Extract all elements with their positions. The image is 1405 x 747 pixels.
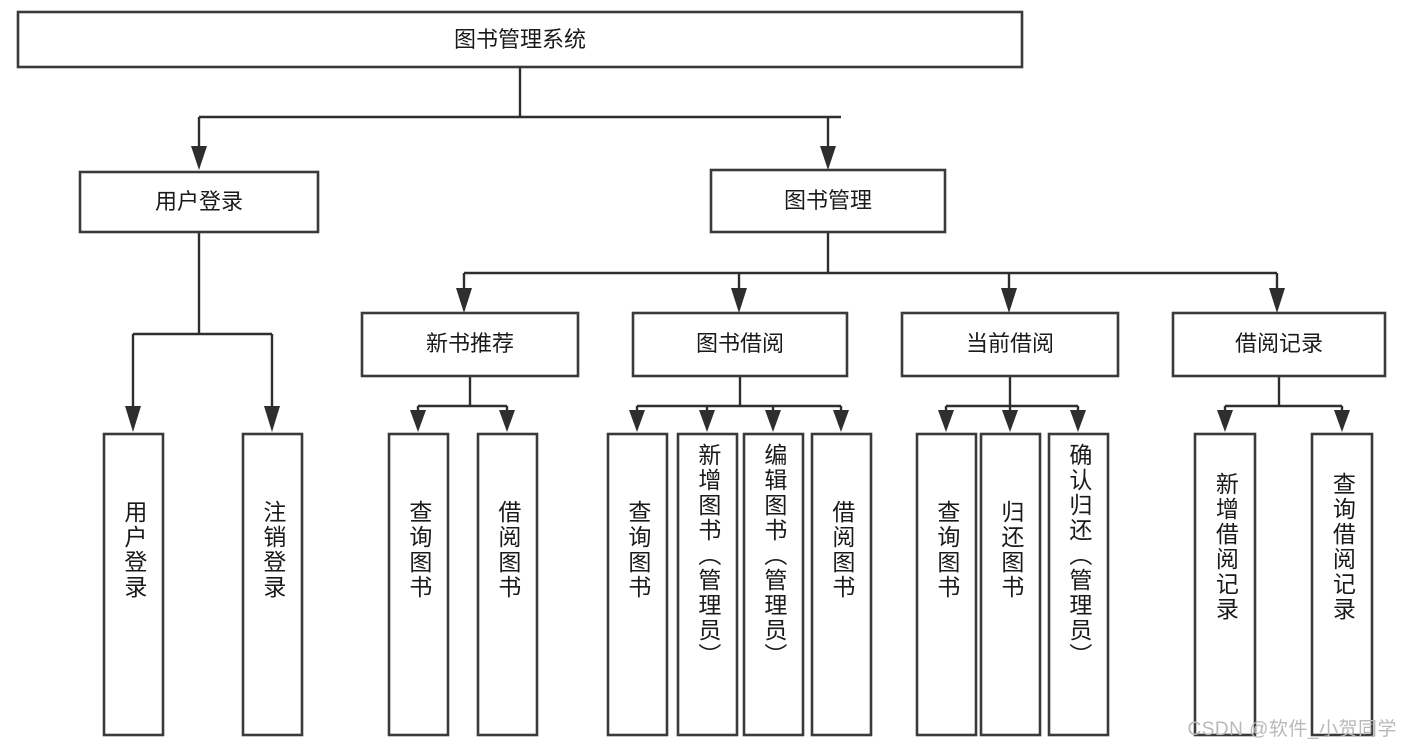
node-new-book-recommend-box[interactable] xyxy=(360,311,580,378)
connector-group-book-borrow xyxy=(629,376,849,432)
node-book-management-box[interactable] xyxy=(709,168,947,234)
connector-group-book-mgmt xyxy=(456,232,1285,313)
arrow-new-book-leaf-2-icon xyxy=(499,410,515,432)
node-user-login-box[interactable] xyxy=(78,170,320,234)
leaf-book-borrow-3-box[interactable] xyxy=(742,432,805,737)
arrow-book-borrow-leaf-1-icon xyxy=(629,410,645,432)
arrow-book-borrow-leaf-4-icon xyxy=(833,410,849,432)
leaf-book-borrow-1-box[interactable] xyxy=(606,432,669,737)
node-book-management-label: 图书管理 xyxy=(784,188,872,213)
node-book-borrow-label: 图书借阅 xyxy=(696,331,784,356)
leaf-borrow-record-1-box[interactable] xyxy=(1193,432,1257,737)
node-user-login-label: 用户登录 xyxy=(155,189,243,214)
arrow-root-to-user-login-icon xyxy=(191,146,207,170)
connector-group-root xyxy=(191,67,841,170)
arrow-book-mgmt-borrow-icon xyxy=(731,288,747,313)
arrow-book-borrow-leaf-2-icon xyxy=(699,410,715,432)
connector-group-user-login xyxy=(125,232,280,432)
leaf-new-book-2-box[interactable] xyxy=(476,432,539,737)
connector-group-borrow-record xyxy=(1217,376,1350,432)
node-current-borrow-box[interactable] xyxy=(900,311,1120,378)
connector-group-current-borrow xyxy=(938,376,1086,432)
arrow-user-login-leaf-1-icon xyxy=(125,406,141,432)
node-current-borrow-label: 当前借阅 xyxy=(966,331,1054,356)
arrow-current-borrow-leaf-2-icon xyxy=(1002,410,1018,432)
node-book-borrow-box[interactable] xyxy=(631,311,849,378)
connector-group-new-book xyxy=(410,376,515,432)
node-borrow-record-label: 借阅记录 xyxy=(1235,331,1323,356)
leaf-current-borrow-3-box[interactable] xyxy=(1047,432,1110,737)
arrow-book-mgmt-current-icon xyxy=(1001,288,1017,313)
arrow-user-login-leaf-2-icon xyxy=(264,406,280,432)
arrow-book-borrow-leaf-3-icon xyxy=(765,410,781,432)
node-root-label: 图书管理系统 xyxy=(454,27,586,52)
arrow-current-borrow-leaf-1-icon xyxy=(938,410,954,432)
leaf-book-borrow-4-box[interactable] xyxy=(810,432,873,737)
leaf-current-borrow-1-box[interactable] xyxy=(915,432,978,737)
leaf-user-login-1-box[interactable] xyxy=(102,432,165,737)
node-new-book-recommend-label: 新书推荐 xyxy=(426,331,514,356)
leaf-book-borrow-2-box[interactable] xyxy=(676,432,739,737)
leaf-borrow-record-2-box[interactable] xyxy=(1310,432,1374,737)
arrow-book-mgmt-new-book-icon xyxy=(456,288,472,313)
leaf-new-book-1-box[interactable] xyxy=(387,432,450,737)
arrow-root-to-book-mgmt-icon xyxy=(820,146,836,170)
node-borrow-record-box[interactable] xyxy=(1171,311,1387,378)
csdn-watermark: CSDN @软件_小贺同学 xyxy=(1187,719,1397,740)
arrow-borrow-record-leaf-2-icon xyxy=(1334,410,1350,432)
arrow-new-book-leaf-1-icon xyxy=(410,410,426,432)
leaf-user-login-2-box[interactable] xyxy=(241,432,304,737)
leaf-current-borrow-2-box[interactable] xyxy=(979,432,1042,737)
node-root-box[interactable] xyxy=(16,10,1024,69)
arrow-book-mgmt-record-icon xyxy=(1269,288,1285,313)
arrow-current-borrow-leaf-3-icon xyxy=(1070,410,1086,432)
arrow-borrow-record-leaf-1-icon xyxy=(1217,410,1233,432)
